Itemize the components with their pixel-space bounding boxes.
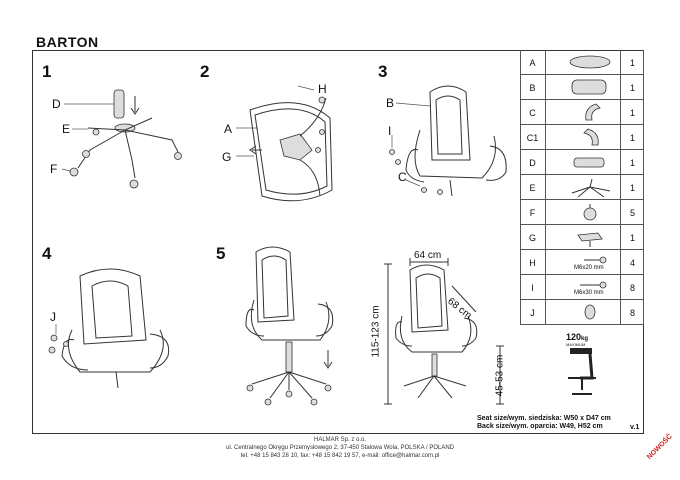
part-backrest-icon [548,75,618,100]
footer-contact: tel. +48 15 843 28 10, fax: +48 15 842 1… [240,453,440,459]
step-number-4: 4 [42,244,52,263]
table-row: G 1 [520,225,644,250]
part-star-base-icon [548,175,618,200]
label-E: E [62,122,71,136]
seat-size-text: Seat size/wym. siedziska: W50 x D47 cm [477,415,611,422]
part-washer-icon [548,300,618,325]
parts-table: A 1 B 1 C 1 C1 1 D 1 E 1 F 5 G 1 H M6 [520,50,644,325]
part-qty: 1 [620,100,644,125]
part-letter: F [520,200,546,225]
part-letter: J [520,300,546,325]
part-caster-icon [548,200,618,225]
part-letter: I [520,275,546,300]
part-qty: 1 [620,50,644,75]
label-I: I [388,124,392,138]
part-letter: B [520,75,546,100]
part-armrest-icon [548,100,618,125]
label-A: A [224,122,233,136]
part-qty: 4 [620,250,644,275]
part-qty: 1 [620,225,644,250]
label-D: D [52,97,61,111]
part-screw-icon: M6x20 mm [548,250,618,275]
load-unit: kg [581,336,589,342]
part-qty: 8 [620,300,644,325]
table-row: C1 1 [520,125,644,150]
table-row: H M6x20 mm 4 [520,250,644,275]
step-number-5: 5 [216,244,226,263]
load-capacity: 120kg [566,332,588,342]
part-qty: 1 [620,175,644,200]
part-qty: 1 [620,150,644,175]
table-row: E 1 [520,175,644,200]
label-J: J [50,310,56,324]
load-value: 120 [566,332,582,342]
label-B: B [386,96,395,110]
step-number-2: 2 [200,62,210,81]
dimension-width: 64 cm [414,250,442,261]
table-border [520,50,644,325]
table-row: D 1 [520,150,644,175]
step-number-3: 3 [378,62,388,81]
load-note: MAXIMUM [566,342,586,347]
table-row: B 1 [520,75,644,100]
part-screw-icon: M6x30 mm [548,275,618,300]
part-note: M6x30 mm [574,290,604,296]
version-label: v.1 [630,424,640,431]
part-seat-icon [548,50,618,75]
table-row: F 5 [520,200,644,225]
part-letter: C1 [520,125,546,150]
footer-address: ul. Centralnego Okręgu Przemysłowego 2, … [225,445,454,451]
label-C: C [398,170,407,184]
back-size-text: Back size/wym. oparcia: W49, H52 cm [477,423,603,430]
part-note: M6x20 mm [574,265,604,271]
part-mechanism-icon [548,225,618,250]
part-letter: D [520,150,546,175]
table-row: A 1 [520,50,644,75]
part-qty: 8 [620,275,644,300]
part-qty: 1 [620,125,644,150]
part-qty: 1 [620,75,644,100]
page-title: BARTON [36,34,99,50]
step-number-1: 1 [42,62,52,81]
part-letter: E [520,175,546,200]
part-qty: 5 [620,200,644,225]
part-letter: G [520,225,546,250]
footer-company: HALMAR Sp. z o.o. [313,437,367,443]
part-letter: C [520,100,546,125]
part-armrest-icon [548,125,618,150]
table-row: C 1 [520,100,644,125]
label-H: H [318,82,327,96]
part-letter: A [520,50,546,75]
label-G: G [222,150,232,164]
table-row: I M6x30 mm 8 [520,275,644,300]
part-letter: H [520,250,546,275]
label-F: F [50,162,58,176]
part-gas-lift-icon [548,150,618,175]
